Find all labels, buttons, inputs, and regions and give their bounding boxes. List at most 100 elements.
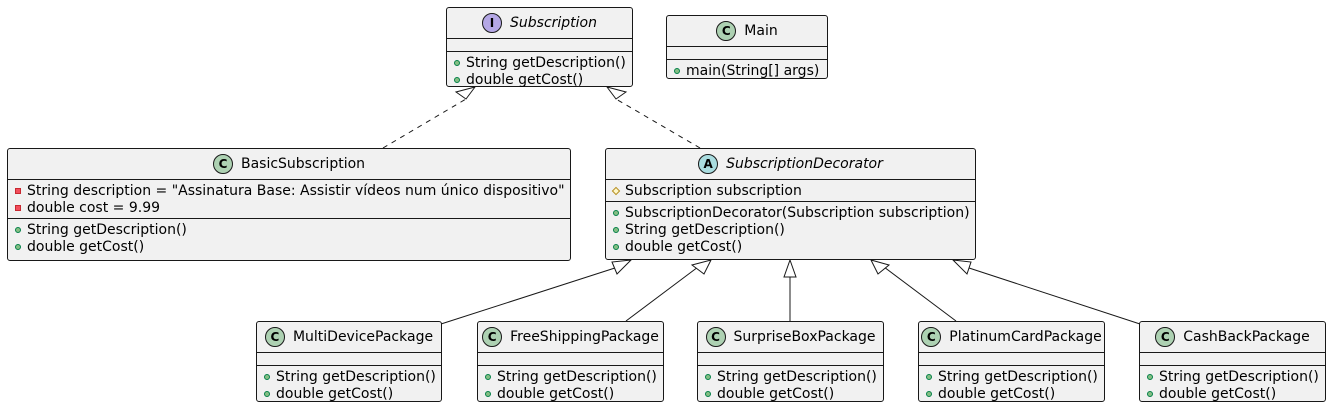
inheritance-edge-freeshipping — [625, 266, 699, 322]
inheritance-edge-platinum — [883, 266, 957, 322]
methods-section: String getDescription()double getCost() — [478, 366, 663, 404]
method-text: double getCost() — [27, 238, 145, 255]
inheritance-edge-multidevice — [440, 266, 619, 325]
method-row: double getCost() — [257, 385, 441, 402]
method-text: String getDescription() — [938, 368, 1098, 385]
stereotype-badge-icon: C — [705, 327, 726, 347]
public-visibility-icon — [613, 209, 619, 216]
stereotype-badge-icon: I — [482, 13, 502, 33]
class-name: Subscription — [510, 15, 597, 31]
methods-section: main(String[] args) — [667, 60, 827, 81]
method-row: String getDescription() — [8, 221, 570, 238]
fields-section: Subscription subscription — [606, 180, 975, 202]
method-text: String getDescription() — [276, 368, 436, 385]
public-visibility-icon — [613, 243, 619, 250]
fields-section — [257, 353, 441, 366]
public-visibility-icon — [454, 76, 460, 83]
inheritance-arrowhead-multidevice — [611, 259, 633, 275]
fields-section — [1140, 353, 1325, 366]
method-text: String getDescription() — [1159, 368, 1319, 385]
method-text: String getDescription() — [625, 221, 785, 238]
class-name: CashBackPackage — [1183, 329, 1310, 345]
inheritance-arrowhead-surprisebox — [783, 258, 797, 278]
method-text: String getDescription() — [27, 221, 187, 238]
methods-section: String getDescription()double getCost() — [257, 366, 441, 404]
class-name: MultiDevicePackage — [292, 329, 434, 345]
class-main[interactable]: C Main main(String[] args) — [666, 15, 828, 79]
public-visibility-icon — [926, 390, 932, 397]
method-row: double getCost() — [478, 385, 663, 402]
methods-section: String getDescription()double getCost() — [1140, 366, 1325, 404]
public-visibility-icon — [454, 59, 460, 66]
method-text: double getCost() — [717, 385, 835, 402]
class-header: C CashBackPackage — [1140, 322, 1325, 353]
method-row: String getDescription() — [1140, 368, 1325, 385]
fields-section — [698, 353, 883, 366]
method-row: String getDescription() — [257, 368, 441, 385]
stereotype-badge-icon: C — [716, 21, 737, 41]
field-text: Subscription subscription — [625, 182, 802, 199]
stereotype-badge-icon: C — [921, 327, 942, 347]
public-visibility-icon — [705, 373, 711, 380]
method-text: main(String[] args) — [686, 62, 820, 79]
methods-section: String getDescription()double getCost() — [8, 219, 570, 257]
inheritance-arrowhead-freeshipping — [690, 259, 712, 275]
realization-arrowhead-decorator — [605, 86, 628, 100]
stereotype-badge-icon: C — [1155, 327, 1176, 347]
method-row: double getCost() — [447, 71, 632, 88]
method-text: double getCost() — [938, 385, 1056, 402]
methods-section: SubscriptionDecorator(Subscription subsc… — [606, 202, 975, 257]
public-visibility-icon — [485, 373, 491, 380]
class-name: Main — [744, 23, 778, 39]
public-visibility-icon — [264, 390, 270, 397]
method-row: SubscriptionDecorator(Subscription subsc… — [606, 204, 975, 221]
methods-section: String getDescription()double getCost() — [919, 366, 1104, 404]
private-visibility-icon — [15, 204, 21, 211]
class-name: SurpriseBoxPackage — [733, 329, 876, 345]
method-row: String getDescription() — [919, 368, 1104, 385]
stereotype-badge-icon: A — [698, 154, 719, 174]
method-row: String getDescription() — [478, 368, 663, 385]
field-row: Subscription subscription — [606, 182, 975, 199]
method-row: double getCost() — [698, 385, 883, 402]
realization-edge-decorator — [615, 98, 701, 149]
realization-arrowhead-basic — [454, 86, 477, 100]
method-text: double getCost() — [466, 71, 584, 88]
class-name: SubscriptionDecorator — [726, 156, 883, 172]
public-visibility-icon — [15, 226, 21, 233]
method-row: double getCost() — [1140, 385, 1325, 402]
methods-section: String getDescription()double getCost() — [698, 366, 883, 404]
method-row: String getDescription() — [698, 368, 883, 385]
field-text: double cost = 9.99 — [27, 199, 161, 216]
method-text: SubscriptionDecorator(Subscription subsc… — [625, 204, 970, 221]
fields-section — [667, 47, 827, 60]
method-text: String getDescription() — [717, 368, 877, 385]
public-visibility-icon — [1147, 390, 1153, 397]
public-visibility-icon — [705, 390, 711, 397]
fields-section — [478, 353, 663, 366]
public-visibility-icon — [264, 373, 270, 380]
public-visibility-icon — [1147, 373, 1153, 380]
method-text: double getCost() — [625, 238, 743, 255]
method-text: double getCost() — [1159, 385, 1277, 402]
public-visibility-icon — [485, 390, 491, 397]
method-text: double getCost() — [497, 385, 615, 402]
class-name: PlatinumCardPackage — [949, 329, 1102, 345]
public-visibility-icon — [674, 67, 680, 74]
inheritance-arrowhead-platinum — [870, 259, 891, 275]
fields-section — [447, 39, 632, 52]
fields-section: String description = "Assinatura Base: A… — [8, 180, 570, 219]
method-row: double getCost() — [8, 238, 570, 255]
private-visibility-icon — [15, 187, 21, 194]
